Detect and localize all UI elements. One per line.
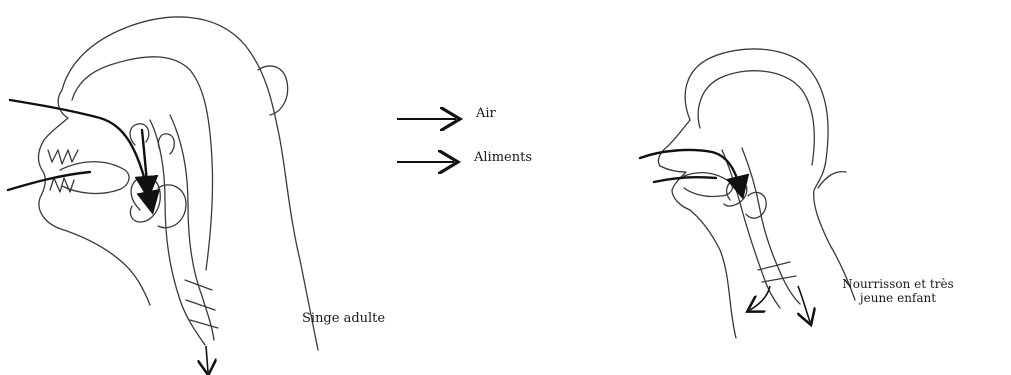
infant-caption-line1: Nourrisson et très <box>823 277 973 291</box>
adult-monkey-caption: Singe adulte <box>302 311 385 326</box>
infant-food-arrows <box>750 286 810 322</box>
adult-air-arrows <box>8 100 152 210</box>
legend-air-label: Air <box>476 106 496 121</box>
legend-food-label: Aliments <box>474 150 532 165</box>
infant-caption-line2: jeune enfant <box>823 291 973 305</box>
adult-food-arrow <box>206 346 208 372</box>
infant-caption: Nourrisson et très jeune enfant <box>823 277 973 305</box>
adult-monkey-head-drawing <box>38 17 318 350</box>
